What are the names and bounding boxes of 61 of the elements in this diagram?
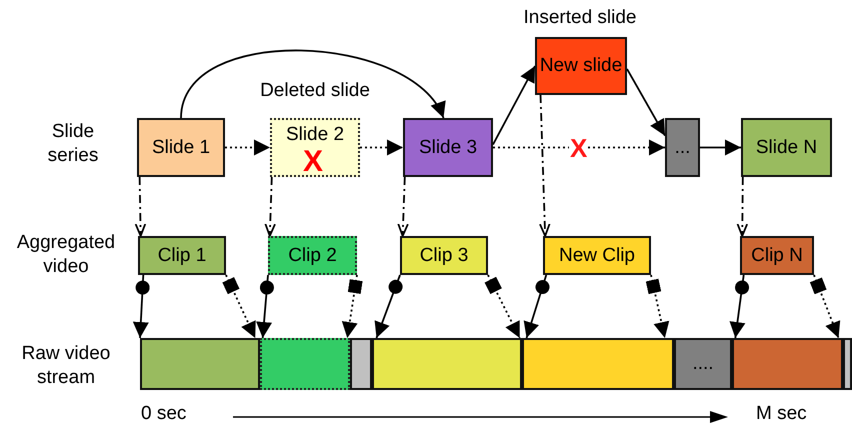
stream-segment [674, 338, 732, 390]
arrow [374, 274, 403, 338]
box-label: Slide 2 [284, 124, 346, 146]
arrow [342, 274, 363, 338]
arrow [180, 50, 444, 118]
arrow [256, 274, 274, 338]
annotation-text: Inserted slide [522, 6, 638, 30]
arrow [730, 274, 750, 338]
arrow [700, 140, 741, 156]
box-label: Clip 3 [418, 244, 470, 266]
delete-mark: X [303, 147, 324, 177]
clip-box [268, 236, 357, 275]
arrow [397, 176, 409, 237]
clip-box [400, 236, 488, 275]
box-label: Clip 2 [287, 244, 338, 266]
stream-segment [372, 338, 522, 390]
clip-box [543, 236, 651, 275]
slide-box [403, 118, 493, 177]
arrow [134, 176, 146, 237]
arrow [360, 140, 403, 156]
arrow [646, 274, 670, 338]
slide-box [741, 118, 832, 177]
stream-segment [843, 338, 852, 390]
box-label: New slide [538, 55, 624, 77]
slide-box [665, 118, 700, 177]
box-label: Slide 1 [150, 136, 212, 158]
annotation-text: Deleted slide [259, 79, 371, 103]
slide-box [535, 37, 627, 95]
slide-box [137, 118, 225, 177]
axis-label: 0 sec [141, 402, 186, 426]
box-label: Slide 3 [418, 136, 478, 158]
arrow [539, 94, 550, 237]
stream-segment [350, 338, 372, 390]
arrow [493, 140, 665, 156]
slide-box [270, 118, 360, 177]
clip-box [740, 236, 814, 275]
stream-segment [140, 338, 260, 390]
arrow [132, 274, 150, 338]
stream-segment [732, 338, 843, 390]
stream-segment [260, 338, 350, 390]
arrow [222, 274, 256, 338]
row-label: Aggregated video [16, 231, 116, 278]
arrow [736, 177, 748, 237]
stream-segment [522, 338, 674, 390]
arrow [225, 140, 270, 156]
box-label: .... [691, 353, 715, 375]
box-label: ... [674, 136, 692, 158]
row-label: Slide series [46, 120, 100, 168]
arrow [626, 68, 666, 136]
row-label: Raw video stream [20, 342, 112, 390]
arrow [492, 66, 536, 145]
box-label: New Clip [558, 244, 636, 266]
arrow [524, 274, 550, 338]
arrow [484, 274, 521, 338]
axis-label: M sec [756, 402, 807, 426]
arrow [264, 176, 276, 237]
box-label: Slide N [754, 136, 818, 158]
box-label: Clip N [750, 244, 804, 266]
clip-box [138, 236, 226, 275]
box-label: Clip 1 [156, 244, 208, 266]
arrow [810, 274, 840, 338]
